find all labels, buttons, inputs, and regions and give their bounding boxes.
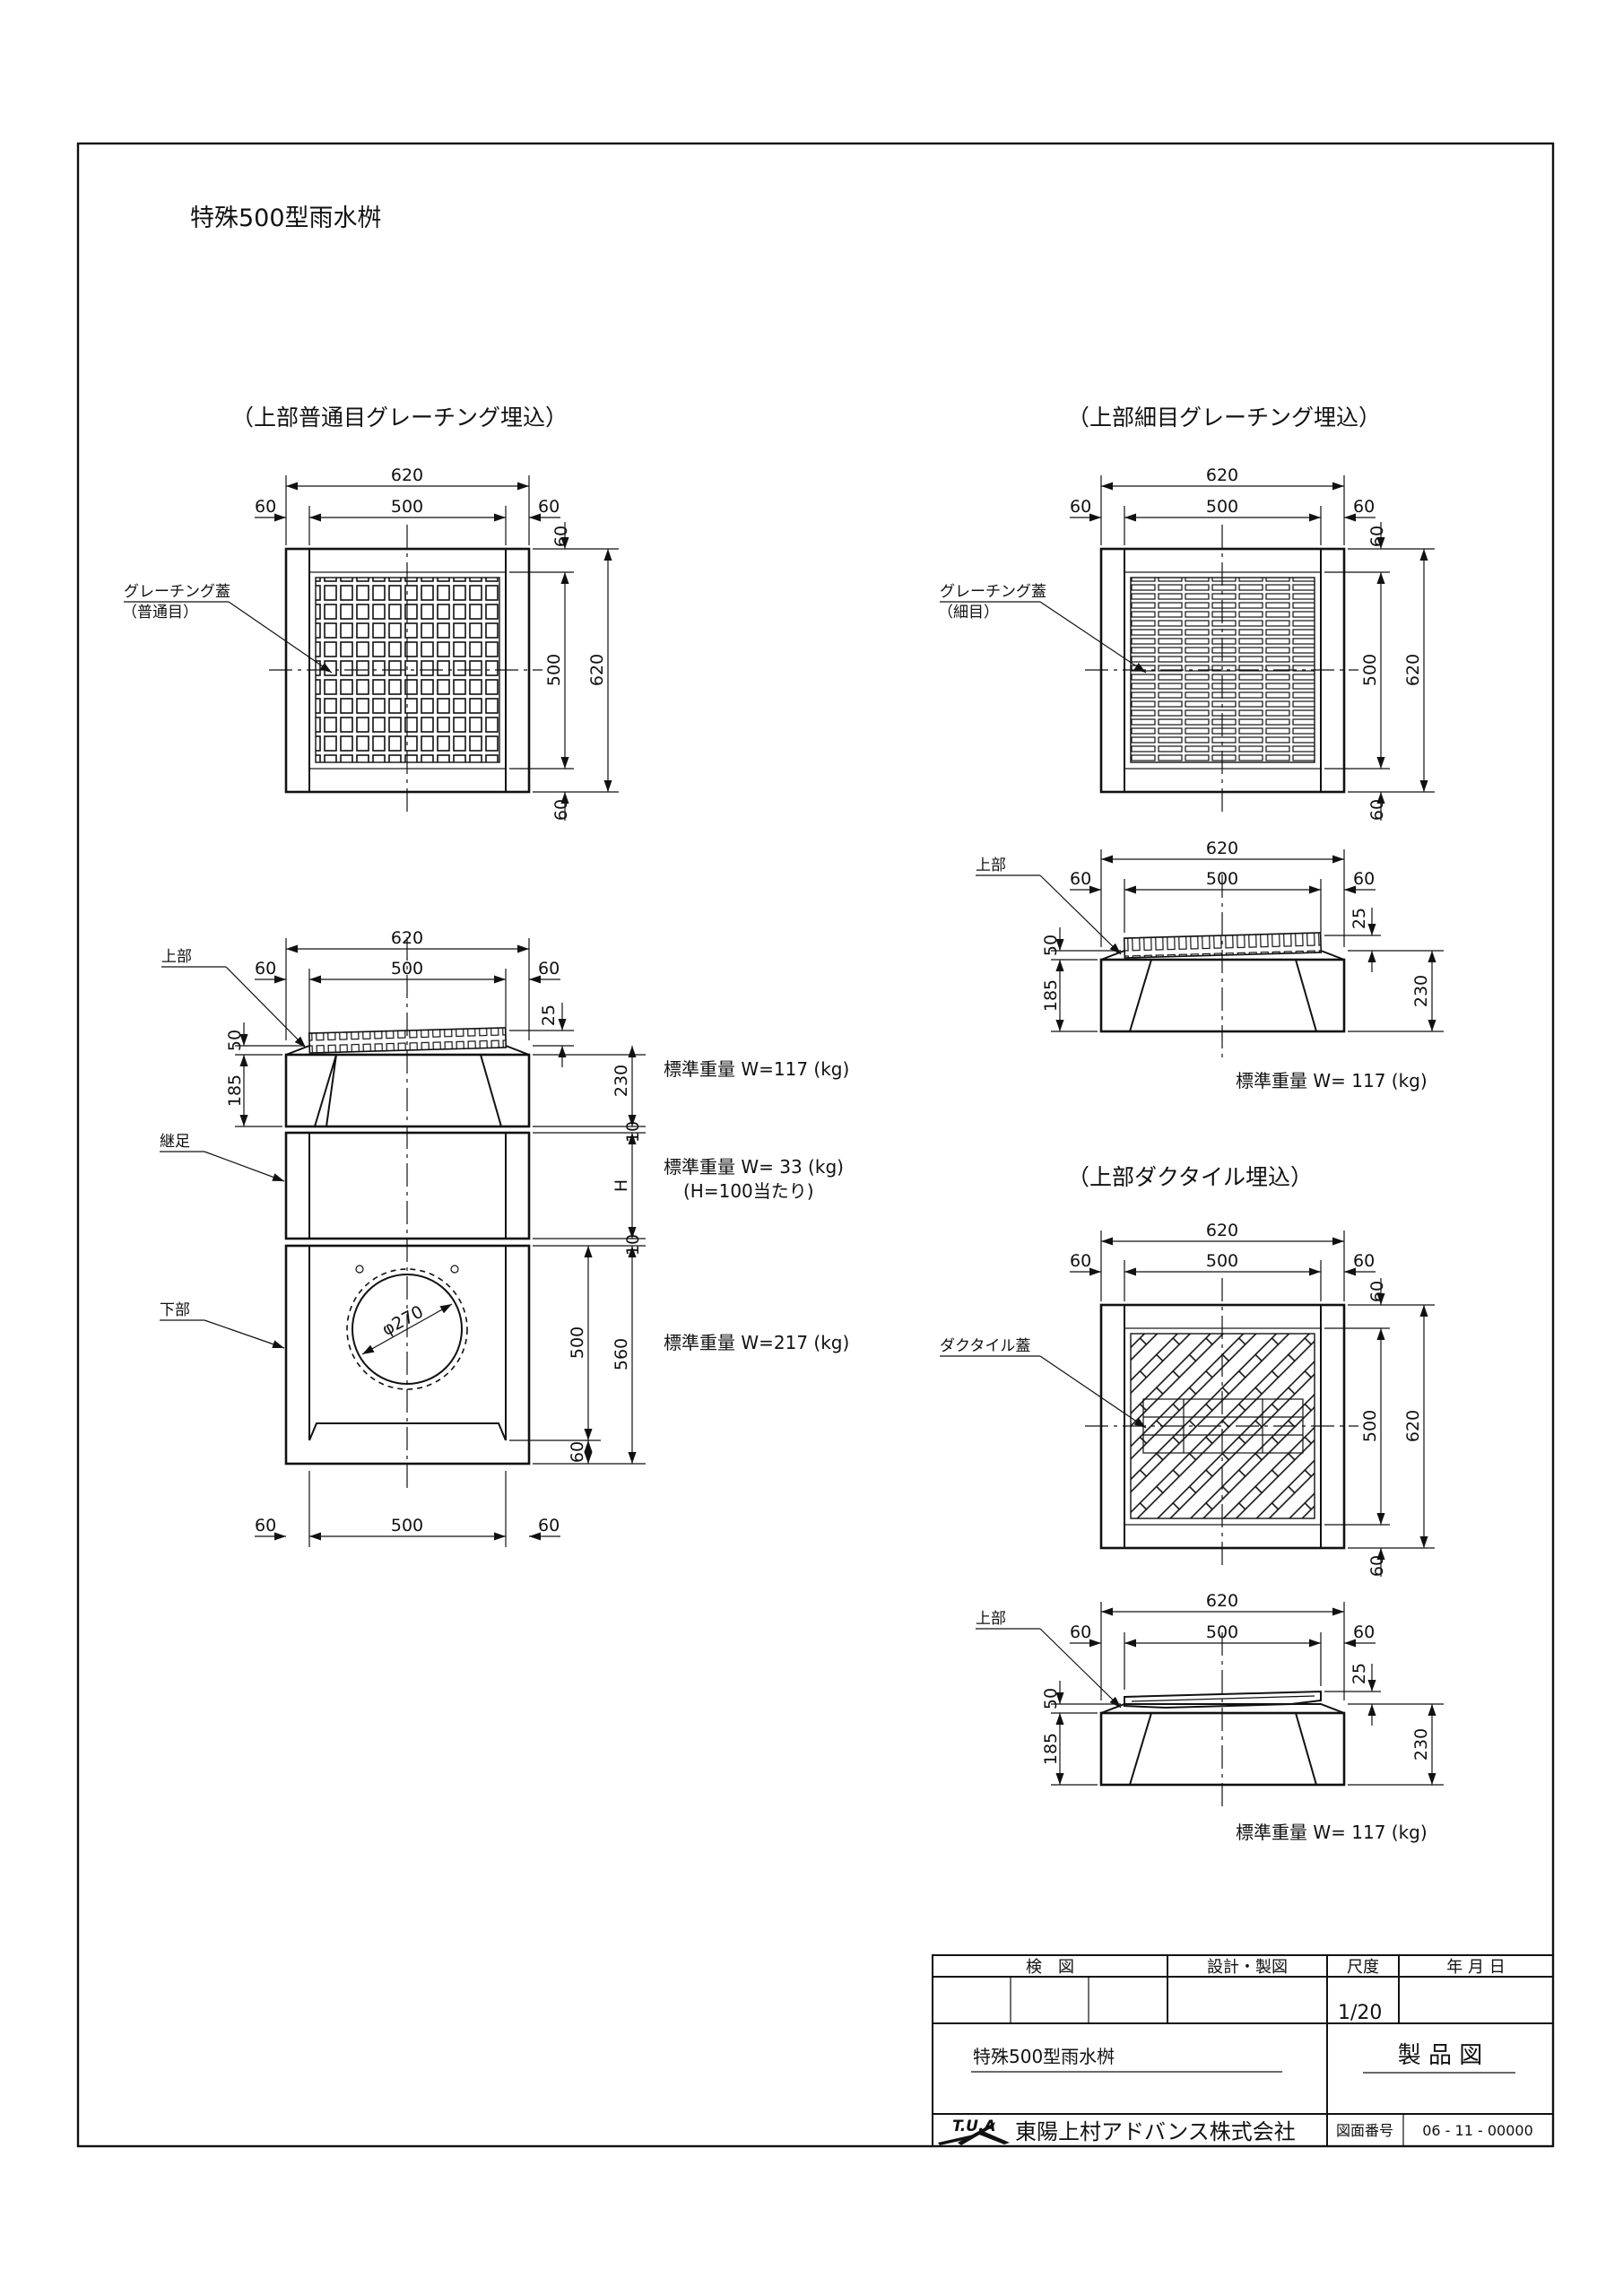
weight-lower: 標準重量 W=217 (kg) [664,1332,849,1353]
rbp-dim-500-v: 500 [1360,1410,1380,1442]
tb-company: 東陽上村アドバンス株式会社 [1015,2119,1296,2144]
rfs-dim-230: 230 [1411,975,1431,1007]
drawing-title: 特殊500型雨水桝 [190,204,382,232]
tb-number-label: 図面番号 [1336,2122,1393,2139]
company-logo-icon [938,2122,1010,2145]
weight-upper-fine: 標準重量 W= 117 (kg) [1236,1070,1428,1091]
ductile-cover-label: ダクタイル蓋 [940,1337,1030,1355]
label-riser: 継足 [160,1133,190,1151]
right-top-heading: （上部細目グレーチング埋込） [1067,404,1381,430]
rfs-label-upper: 上部 [976,857,1006,874]
rbs-dim-60-a: 60 [1070,1622,1091,1642]
right-ductile-section-view: 620 500 60 60 25 50 185 230 上部 標準重量 W= 1… [976,1591,1444,1843]
left-sec-dim-500: 500 [391,959,423,978]
left-sec-dim-H: H [612,1179,631,1192]
right-fine-section-view: 620 500 60 60 25 50 185 230 上部 標準重量 W= 1… [976,839,1444,1091]
rfs-dim-50: 50 [1041,935,1061,956]
sheet-border [76,142,1555,2148]
left-sec-dim-560: 560 [612,1338,631,1370]
rbp-dim-60-v-a: 60 [1367,1281,1387,1302]
pipe-diameter-label: φ270 [378,1302,426,1340]
left-sec-dim-60-c: 60 [255,1516,276,1535]
rt-cover-label-1: グレーチング蓋 [940,583,1046,601]
rbs-dim-620: 620 [1206,1591,1238,1611]
right-ductile-plan-view: （上部ダクタイル埋込） 620 500 60 60 620 500 60 [940,1164,1435,1577]
tb-drawing-type: 製 品 図 [1398,2042,1483,2069]
rt-dim-500: 500 [1206,497,1238,517]
rfs-dim-500: 500 [1206,869,1238,889]
rbp-dim-500: 500 [1206,1251,1238,1271]
rbp-dim-60-a: 60 [1070,1251,1091,1271]
rbs-label-upper: 上部 [976,1610,1006,1628]
left-plan-view: （上部普通目グレーチング埋込） 620 500 60 60 620 500 60… [122,404,619,821]
left-plan-dim-620-v: 620 [587,654,607,686]
rt-dim-620-v: 620 [1403,654,1423,686]
label-upper-part: 上部 [161,948,192,966]
left-sec-dim-60-d: 60 [538,1516,560,1535]
left-sec-dim-60-a: 60 [255,959,276,978]
left-plan-dim-500: 500 [391,497,423,517]
tb-number: 06 - 11 - 00000 [1422,2122,1533,2139]
left-sec-dim-500-bottom: 500 [391,1516,423,1535]
left-plan-dim-60-a: 60 [255,497,276,517]
tb-inspect: 検 図 [1026,1958,1074,1977]
weight-riser: 標準重量 W= 33 (kg) [664,1156,844,1178]
rfs-dim-620: 620 [1206,839,1238,858]
left-sec-dim-185: 185 [225,1074,245,1107]
rt-dim-60-a: 60 [1070,497,1091,517]
rbp-dim-60-v-b: 60 [1367,1555,1387,1577]
left-section-view: φ270 620 500 60 60 25 50 185 [160,928,849,1547]
label-lower-part: 下部 [160,1301,190,1319]
weight-upper-ductile: 標準重量 W= 117 (kg) [1236,1822,1428,1843]
rt-dim-60-v-a: 60 [1367,526,1387,547]
left-plan-dim-620: 620 [391,465,423,485]
weight-upper-left: 標準重量 W=117 (kg) [664,1058,849,1080]
title-block: 検 図 設計・製図 尺度 年 月 日 1/20 特殊500型雨水桝 製 品 図 … [932,1954,1554,2147]
rt-dim-60-b: 60 [1353,497,1375,517]
left-sec-dim-10-a: 10 [623,1121,643,1143]
rbs-dim-60-b: 60 [1353,1622,1375,1642]
rfs-dim-60-b: 60 [1353,869,1375,889]
right-bottom-heading: （上部ダクタイル埋込） [1067,1164,1313,1190]
tb-scale: 1/20 [1338,2002,1382,2024]
tb-scale-label: 尺度 [1347,1958,1379,1977]
rbp-dim-60-b: 60 [1353,1251,1375,1271]
rfs-dim-25: 25 [1350,908,1369,929]
rbs-dim-500: 500 [1206,1622,1238,1642]
rt-cover-label-2: （細目） [938,604,999,622]
rfs-dim-185: 185 [1041,979,1061,1012]
tb-design: 設計・製図 [1207,1958,1288,1977]
left-sec-dim-10-b: 10 [623,1234,643,1256]
rbp-dim-620-v: 620 [1403,1410,1423,1442]
left-plan-dim-500-v: 500 [544,654,564,686]
rt-dim-620: 620 [1206,465,1238,485]
rbs-dim-50: 50 [1041,1688,1061,1709]
rt-dim-60-v-b: 60 [1367,799,1387,821]
left-cover-label-1: グレーチング蓋 [124,583,230,601]
left-view-heading: （上部普通目グレーチング埋込） [231,404,568,430]
rt-dim-500-v: 500 [1360,654,1380,686]
left-sec-dim-50: 50 [225,1030,245,1051]
rbs-dim-25: 25 [1350,1663,1369,1684]
left-sec-dim-60-b: 60 [538,959,560,978]
left-plan-dim-60-b: 60 [538,497,560,517]
left-sec-dim-25: 25 [539,1004,559,1026]
rbp-dim-620: 620 [1206,1221,1238,1240]
tb-date-label: 年 月 日 [1446,1958,1505,1977]
rfs-dim-60-a: 60 [1070,869,1091,889]
left-plan-dim-60-v-a: 60 [551,526,571,547]
left-sec-dim-620: 620 [391,928,423,948]
left-sec-dim-60-v: 60 [568,1441,587,1463]
left-sec-dim-230: 230 [612,1065,631,1097]
rbs-dim-230: 230 [1411,1728,1431,1761]
rbs-dim-185: 185 [1041,1733,1061,1765]
right-fine-plan-view: （上部細目グレーチング埋込） 620 500 60 60 620 500 60 … [938,404,1435,821]
ductile-cover-side [1124,1690,1322,1709]
left-cover-label-2: （普通目） [122,604,198,622]
weight-riser-note: (H=100当たり) [683,1180,814,1202]
tb-product-name: 特殊500型雨水桝 [973,2046,1115,2067]
left-sec-dim-500-v: 500 [568,1326,587,1359]
left-plan-dim-60-v-b: 60 [551,799,571,821]
